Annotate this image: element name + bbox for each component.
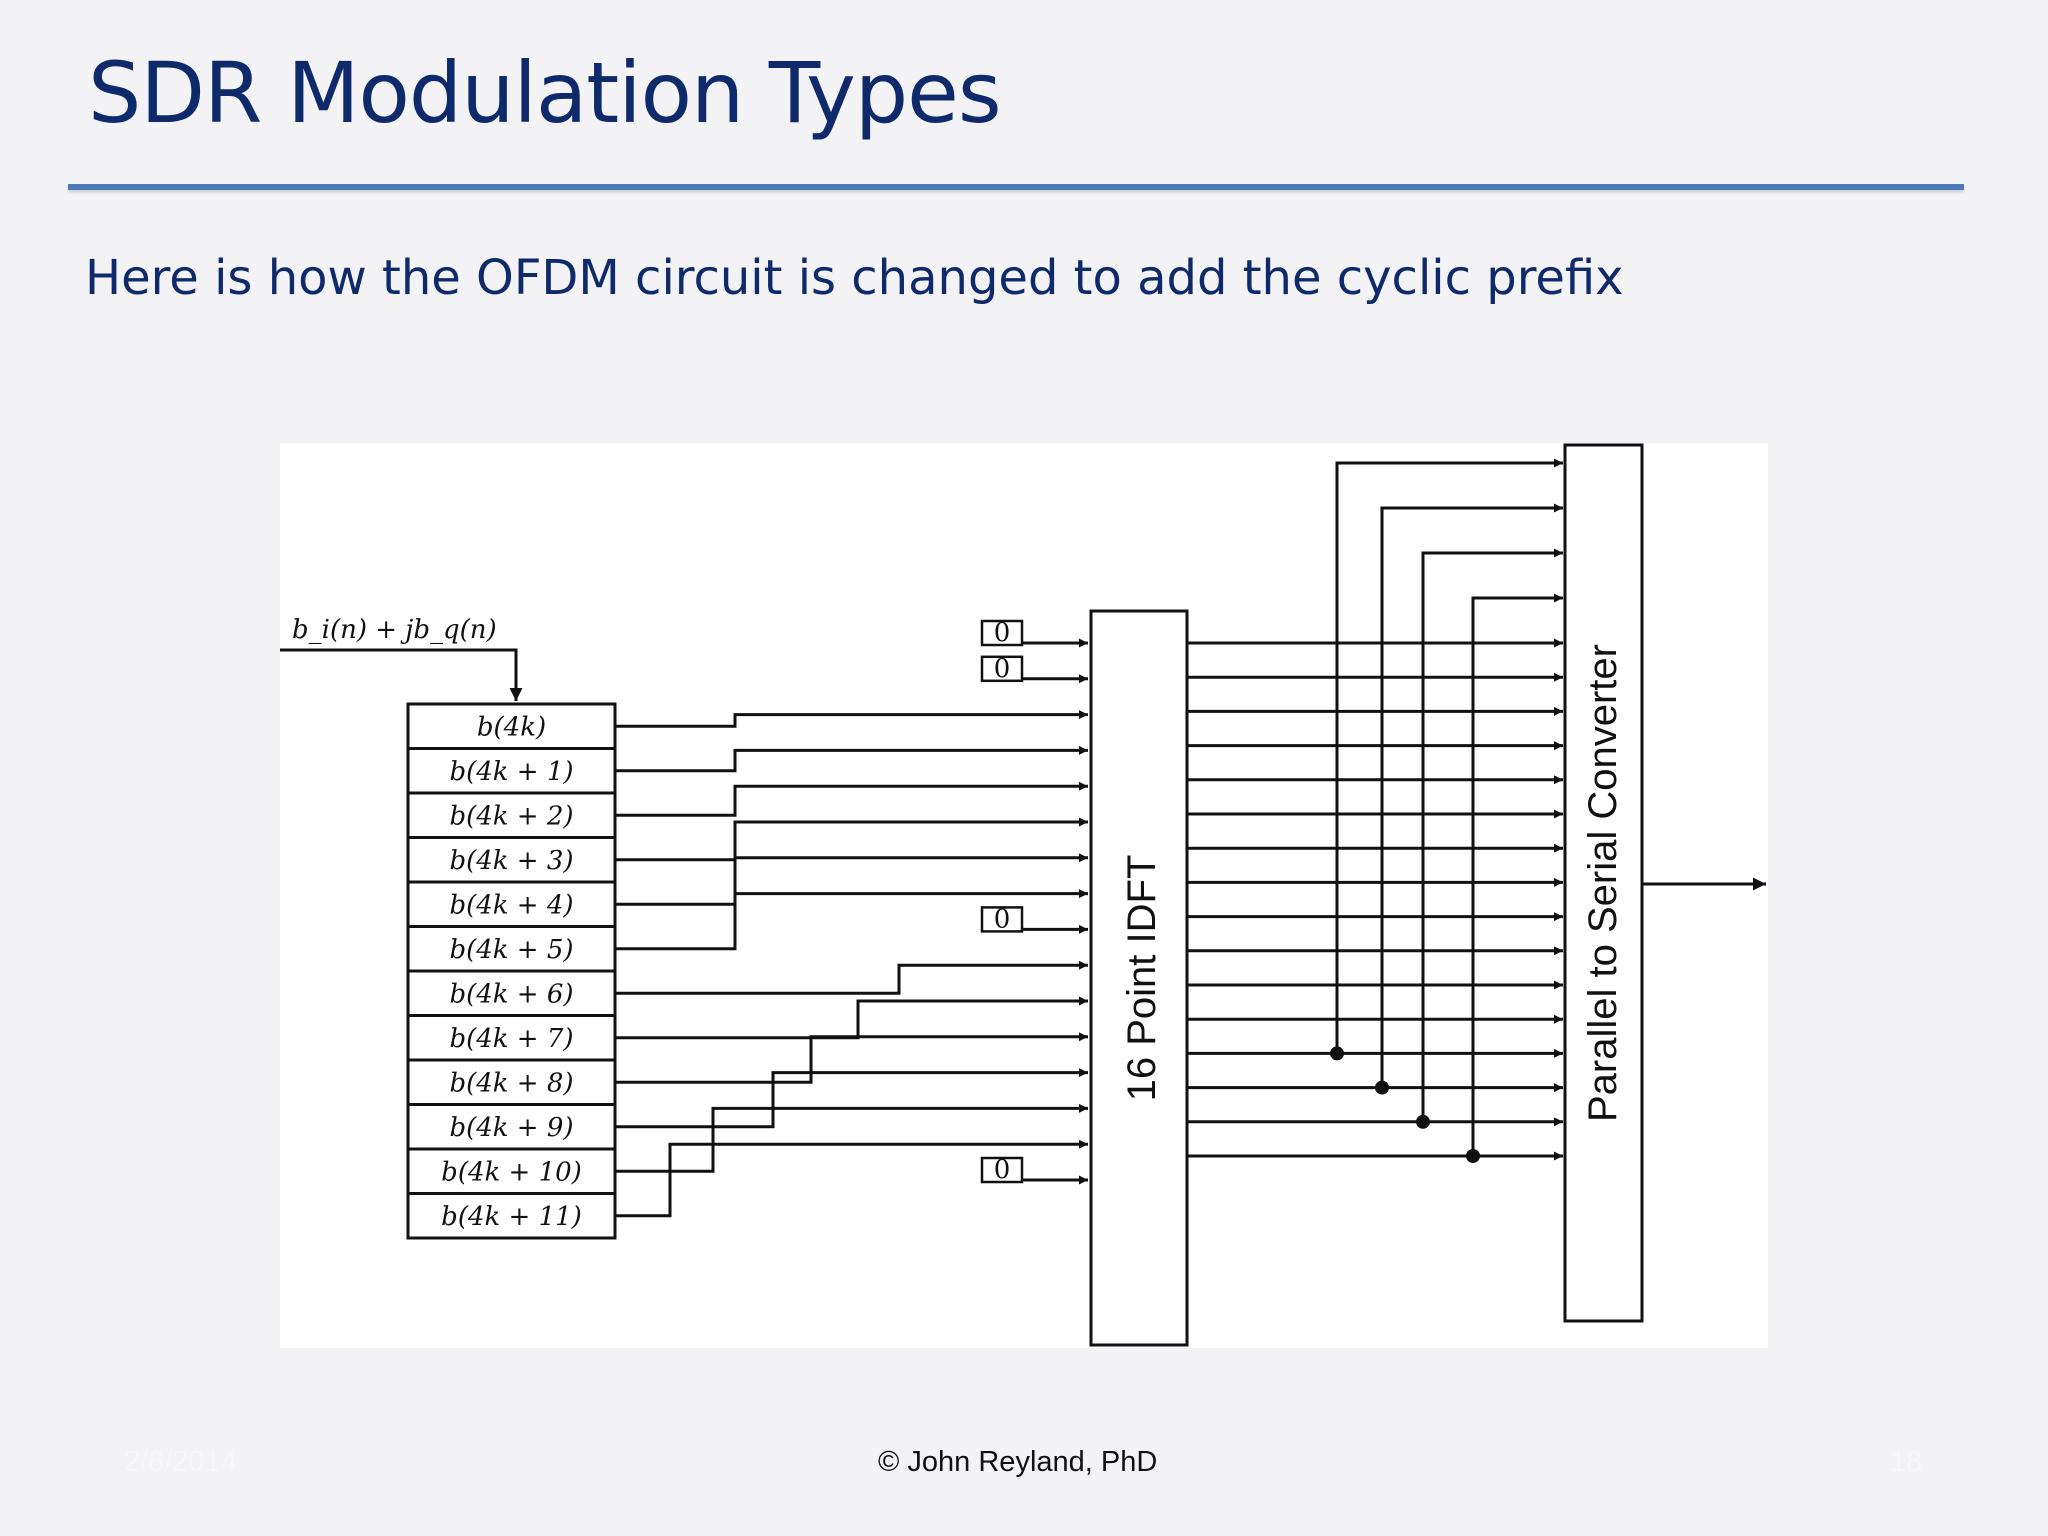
signal-wire: [615, 1103, 1088, 1173]
signal-wire: [615, 889, 1088, 951]
signal-wire: [615, 710, 1088, 728]
idft-block: [1089, 609, 1189, 1347]
junction-dot: [1466, 1149, 1480, 1163]
buffer-cell-label: b(4k + 7): [449, 1024, 573, 1054]
slide-subtitle: Here is how the OFDM circuit is changed …: [85, 250, 1624, 306]
slide-title: SDR Modulation Types: [88, 44, 1002, 142]
buffer-cell: [406, 1014, 617, 1062]
diagram-canvas: b_i(n) + jb_q(n) b(4k) b(4k + 1) b(4k + 2)…: [280, 443, 1766, 1347]
footer-page-number: 18: [1890, 1446, 1923, 1478]
buffer-cell-label: b(4k): [477, 712, 546, 742]
footer-date: 2/6/2014: [124, 1446, 237, 1478]
zero-input-box: [980, 619, 1024, 647]
cyclic-prefix-wire: [1380, 503, 1563, 1088]
buffer-cell-label: b(4k + 11): [441, 1202, 582, 1232]
input-signal-label: b_i(n) + jb_q(n): [292, 615, 497, 645]
buffer-cell-label: b(4k + 6): [449, 979, 573, 1009]
signal-wires: [615, 458, 1563, 1218]
buffer-cell: [406, 925, 617, 973]
cyclic-prefix-wire: [1471, 593, 1563, 1156]
buffer-cell-label: b(4k + 8): [449, 1068, 573, 1098]
zero-input-label: 0: [994, 1155, 1011, 1185]
zero-input-label: 0: [994, 618, 1011, 648]
signal-wire: [615, 817, 1088, 862]
title-divider: [68, 184, 1964, 190]
signal-wire: [615, 996, 1088, 1040]
buffer-cell-label: b(4k + 1): [449, 757, 573, 787]
symbol-buffer: b(4k) b(4k + 1) b(4k + 2) b(4k + 3) b(4k + 4…: [406, 702, 617, 1240]
converter-label: Parallel to Serial Converter: [1581, 644, 1625, 1122]
signal-wire: [615, 1032, 1088, 1084]
junction-dot: [1416, 1114, 1430, 1129]
signal-wire: [615, 781, 1088, 817]
ofdm-cyclic-prefix-diagram: b_i(n) + jb_q(n) b(4k) b(4k + 1) b(4k + 2)…: [280, 443, 1768, 1348]
signal-wire: [615, 853, 1088, 906]
zero-input-box: [980, 655, 1024, 683]
buffer-cell: [406, 1103, 617, 1151]
cyclic-prefix-wire: [1335, 458, 1563, 1054]
zero-input-box: [980, 1156, 1024, 1184]
buffer-cell: [406, 1192, 617, 1240]
buffer-cell-label: b(4k + 2): [449, 801, 573, 831]
buffer-cell-label: b(4k + 3): [449, 846, 573, 876]
footer-copyright: © John Reyland, PhD: [878, 1446, 1158, 1478]
zero-input-label: 0: [994, 904, 1011, 934]
cyclic-prefix-wire: [1421, 548, 1563, 1122]
zero-input-label: 0: [994, 654, 1011, 684]
signal-wire: [615, 745, 1088, 773]
signal-wire: [615, 960, 1088, 995]
zero-input-box: [980, 906, 1024, 933]
input-signal-arrow: [280, 648, 523, 701]
buffer-cell-label: b(4k + 10): [441, 1157, 582, 1187]
buffer-cell-label: b(4k + 5): [449, 935, 573, 965]
signal-wire: [615, 1068, 1088, 1129]
buffer-cell-label: b(4k + 9): [449, 1113, 573, 1143]
parallel-to-serial-block: [1563, 443, 1644, 1323]
signal-wire: [615, 1139, 1088, 1218]
buffer-cell-label: b(4k + 4): [449, 890, 573, 920]
junction-dot: [1330, 1046, 1344, 1061]
junction-dot: [1375, 1080, 1389, 1095]
idft-label: 16 Point IDFT: [1120, 855, 1164, 1102]
zero-inputs: 0 0 0 0: [980, 618, 1088, 1185]
